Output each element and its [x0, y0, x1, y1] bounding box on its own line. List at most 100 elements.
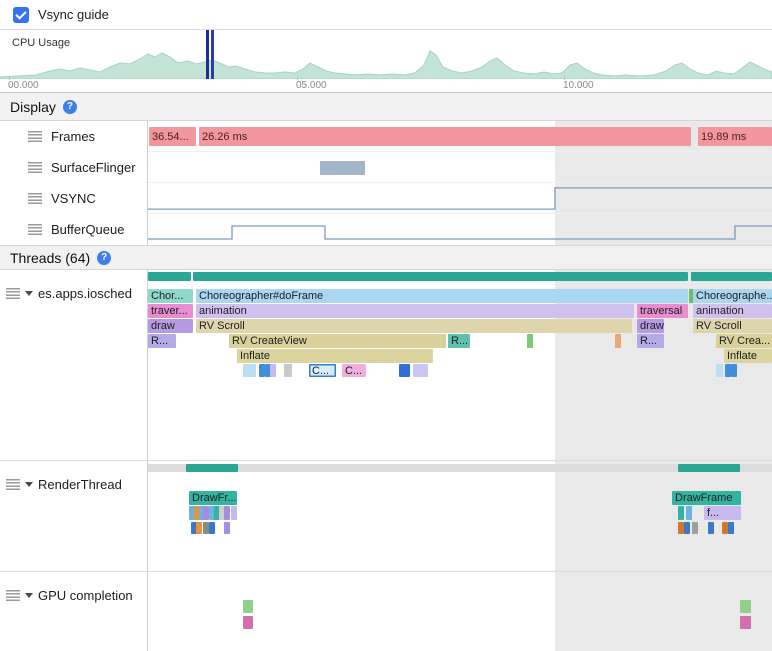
cpu-usage-chart[interactable] — [0, 45, 772, 79]
frame-duration-bar[interactable]: 19.89 ms — [698, 127, 772, 146]
iosched-timeline[interactable]: Chor...Choreographer#doFrame Choreographe… — [148, 270, 772, 460]
vsync-signal — [148, 187, 772, 210]
frames-track-row: Frames 36.54...26.26 ms 19.89 ms — [0, 121, 772, 152]
thread-state-bar[interactable] — [148, 272, 191, 281]
surfaceflinger-timeline[interactable] — [148, 152, 772, 183]
frame-duration-bar[interactable]: 36.54... — [149, 127, 196, 146]
trace-event-sliver[interactable] — [214, 506, 220, 520]
collapse-toggle-icon[interactable] — [25, 593, 33, 598]
trace-event-sliver[interactable] — [527, 334, 533, 348]
trace-event[interactable]: RV Scroll — [693, 319, 772, 333]
trace-event-sliver[interactable] — [722, 522, 728, 534]
trace-event-sliver[interactable] — [196, 522, 202, 534]
help-icon[interactable]: ? — [62, 99, 77, 114]
trace-event[interactable]: animation — [693, 304, 772, 318]
trace-event-sliver[interactable] — [716, 364, 723, 377]
trace-event-sliver[interactable] — [270, 364, 276, 377]
trace-event[interactable]: draw — [148, 319, 193, 333]
trace-event-sliver[interactable] — [684, 522, 690, 534]
track-label-surfaceflinger: SurfaceFlinger — [51, 160, 136, 175]
trace-event[interactable]: Choreographer#doFrame — [196, 289, 688, 303]
trace-event-sliver[interactable] — [725, 364, 731, 377]
trace-event-sliver[interactable] — [399, 364, 410, 377]
trace-event[interactable]: traversal — [637, 304, 688, 318]
drag-handle-icon[interactable] — [28, 193, 42, 204]
trace-event[interactable]: C... — [309, 364, 336, 377]
trace-event-sliver[interactable] — [265, 364, 271, 377]
gpu-completion-bar[interactable] — [243, 616, 253, 629]
trace-event-sliver[interactable] — [259, 364, 265, 377]
trace-event-sliver[interactable] — [203, 506, 209, 520]
trace-event-sliver[interactable] — [199, 506, 205, 520]
trace-event[interactable]: Inflate — [724, 349, 772, 363]
trace-event[interactable]: Inflate — [237, 349, 433, 363]
thread-state-bar[interactable] — [678, 464, 740, 472]
trace-event-sliver[interactable] — [243, 364, 256, 377]
trace-event-sliver[interactable] — [413, 364, 428, 377]
trace-event-sliver[interactable] — [224, 522, 230, 534]
trace-event-sliver[interactable] — [194, 506, 200, 520]
gpu-completion-bar[interactable] — [243, 600, 253, 613]
trace-event-sliver[interactable] — [689, 289, 695, 303]
trace-event[interactable]: C... — [342, 364, 366, 377]
unselected-range-overlay — [555, 214, 772, 245]
gpu-completion-timeline[interactable] — [148, 572, 772, 651]
trace-event-sliver[interactable] — [189, 506, 195, 520]
trace-event-sliver[interactable] — [731, 364, 737, 377]
drag-handle-icon[interactable] — [28, 131, 42, 142]
trace-event[interactable]: animation — [196, 304, 634, 318]
trace-event[interactable]: DrawFr... — [189, 491, 237, 505]
trace-event-sliver[interactable] — [615, 334, 621, 348]
thread-state-bar[interactable] — [148, 464, 772, 472]
bufferqueue-signal — [148, 225, 772, 240]
trace-event[interactable]: Chor... — [148, 289, 193, 303]
trace-event[interactable]: RV CreateView — [229, 334, 446, 348]
thread-state-bar[interactable] — [193, 272, 688, 281]
trace-event-sliver[interactable] — [678, 522, 684, 534]
trace-event-sliver[interactable] — [203, 522, 209, 534]
trace-event[interactable]: RV Crea... — [716, 334, 772, 348]
frames-timeline[interactable]: 36.54...26.26 ms 19.89 ms — [148, 121, 772, 152]
trace-event[interactable]: traver... — [148, 304, 193, 318]
frame-duration-bar[interactable]: 26.26 ms — [199, 127, 691, 146]
gpu-completion-bar[interactable] — [740, 616, 751, 629]
trace-event[interactable]: R... — [148, 334, 176, 348]
help-icon[interactable]: ? — [97, 250, 112, 265]
drag-handle-icon[interactable] — [6, 288, 20, 299]
trace-event[interactable]: DrawFrame — [672, 491, 741, 505]
track-label-frames: Frames — [51, 129, 96, 144]
trace-event[interactable]: draw — [637, 319, 664, 333]
thread-state-bar[interactable] — [691, 272, 772, 281]
surfaceflinger-bar[interactable] — [320, 161, 365, 175]
collapse-toggle-icon[interactable] — [25, 482, 33, 487]
trace-event-sliver[interactable] — [692, 522, 698, 534]
collapse-toggle-icon[interactable] — [25, 291, 33, 296]
trace-event-sliver[interactable] — [191, 522, 197, 534]
vsync-timeline[interactable] — [148, 183, 772, 214]
bufferqueue-timeline[interactable] — [148, 214, 772, 245]
trace-event-sliver[interactable] — [219, 506, 225, 520]
trace-event-sliver[interactable] — [209, 506, 215, 520]
gpu-completion-bar[interactable] — [740, 600, 751, 613]
thread-state-bar[interactable] — [186, 464, 238, 472]
trace-event[interactable]: Choreographe... — [693, 289, 772, 303]
trace-event-sliver[interactable] — [678, 506, 684, 520]
trace-event[interactable]: RV Scroll — [196, 319, 632, 333]
drag-handle-icon[interactable] — [6, 479, 20, 490]
trace-event-sliver[interactable] — [231, 506, 237, 520]
drag-handle-icon[interactable] — [6, 590, 20, 601]
trace-event-sliver[interactable] — [209, 522, 215, 534]
trace-event-sliver[interactable] — [284, 364, 292, 377]
trace-event[interactable]: R... — [637, 334, 664, 348]
trace-event[interactable]: R... — [448, 334, 470, 348]
drag-handle-icon[interactable] — [28, 162, 42, 173]
trace-event[interactable]: f... — [704, 506, 741, 520]
trace-event-sliver[interactable] — [224, 506, 230, 520]
trace-event-sliver[interactable] — [708, 522, 714, 534]
vsync-guide-checkbox[interactable] — [13, 6, 29, 23]
drag-handle-icon[interactable] — [28, 224, 42, 235]
trace-event-sliver[interactable] — [686, 506, 692, 520]
trace-event-sliver[interactable] — [728, 522, 734, 534]
